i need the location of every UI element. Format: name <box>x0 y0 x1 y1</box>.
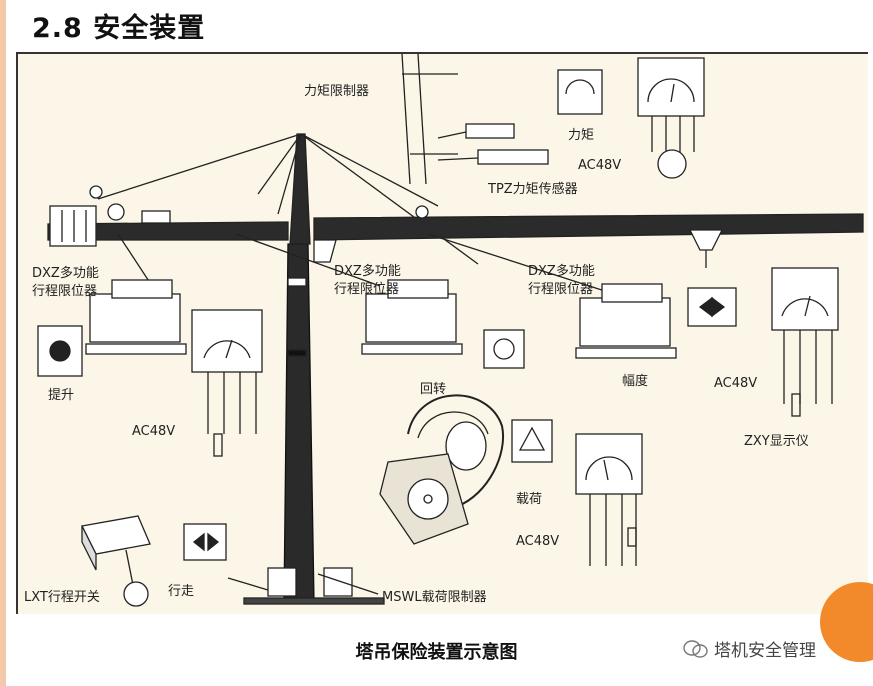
wechat-icon <box>683 640 708 658</box>
label-dxz-mid-line2: 行程限位器 <box>334 282 400 297</box>
label-ac48v-right: AC48V <box>714 376 758 391</box>
diagram-drawing <box>37 54 864 607</box>
dxz-limiter-mid <box>361 279 463 355</box>
tower-base <box>267 567 297 597</box>
label-dxz-right-line1: DXZ多功能 <box>528 264 595 279</box>
main-jib <box>313 213 864 241</box>
label-hoist: 提升 <box>48 388 75 403</box>
label-amplitude: 幅度 <box>622 374 649 389</box>
label-zxy-display: ZXY显示仪 <box>744 434 809 449</box>
load-gauge <box>575 433 643 566</box>
tower-top <box>289 133 311 245</box>
label-dxz-left-line1: DXZ多功能 <box>32 266 99 281</box>
tower-mast <box>283 243 315 603</box>
label-dxz-right-line2: 行程限位器 <box>528 282 594 297</box>
torque-symbol <box>557 69 603 115</box>
label-dxz-mid-line1: DXZ多功能 <box>334 264 401 279</box>
label-lxt-switch: LXT行程开关 <box>24 590 100 605</box>
label-ac48v-left: AC48V <box>132 424 176 439</box>
watermark-text: 塔机安全管理 <box>714 641 816 661</box>
slew-symbol <box>483 329 525 369</box>
crane-safety-diagram: 力矩限制器 力矩 AC48V TPZ力矩传感器 DXZ多功能 行程限位器 DXZ… <box>16 52 868 614</box>
counter-jib <box>47 221 289 241</box>
label-tpz-sensor: TPZ力矩传感器 <box>488 182 578 197</box>
label-ac48v-top: AC48V <box>578 158 622 173</box>
label-travel: 行走 <box>168 584 195 599</box>
gauge-left <box>191 309 263 457</box>
slide-title: 2.8 安全装置 <box>32 13 206 44</box>
side-accent-bar <box>0 0 6 686</box>
torque-gauge <box>637 57 705 179</box>
dxz-limiter-left <box>85 279 187 355</box>
label-torque-limiter: 力矩限制器 <box>304 84 370 99</box>
lxt-travel-switch <box>81 515 151 607</box>
label-slew: 回转 <box>420 382 447 397</box>
label-torque: 力矩 <box>568 128 595 143</box>
label-mswl-limiter: MSWL载荷限制器 <box>382 590 487 605</box>
label-dxz-left-line2: 行程限位器 <box>32 284 98 299</box>
label-ac48v-bottom: AC48V <box>516 534 560 549</box>
tpz-torque-sensor-body <box>465 123 515 139</box>
hook-block <box>688 229 724 251</box>
dxz-limiter-right <box>575 283 677 359</box>
diagram-caption: 塔吊保险装置示意图 <box>355 642 518 663</box>
zxy-display-gauge <box>771 267 839 417</box>
counterweight <box>49 205 97 247</box>
label-load: 载荷 <box>516 492 543 507</box>
mswl-load-limiter <box>379 394 505 545</box>
travel-symbol <box>183 523 227 561</box>
